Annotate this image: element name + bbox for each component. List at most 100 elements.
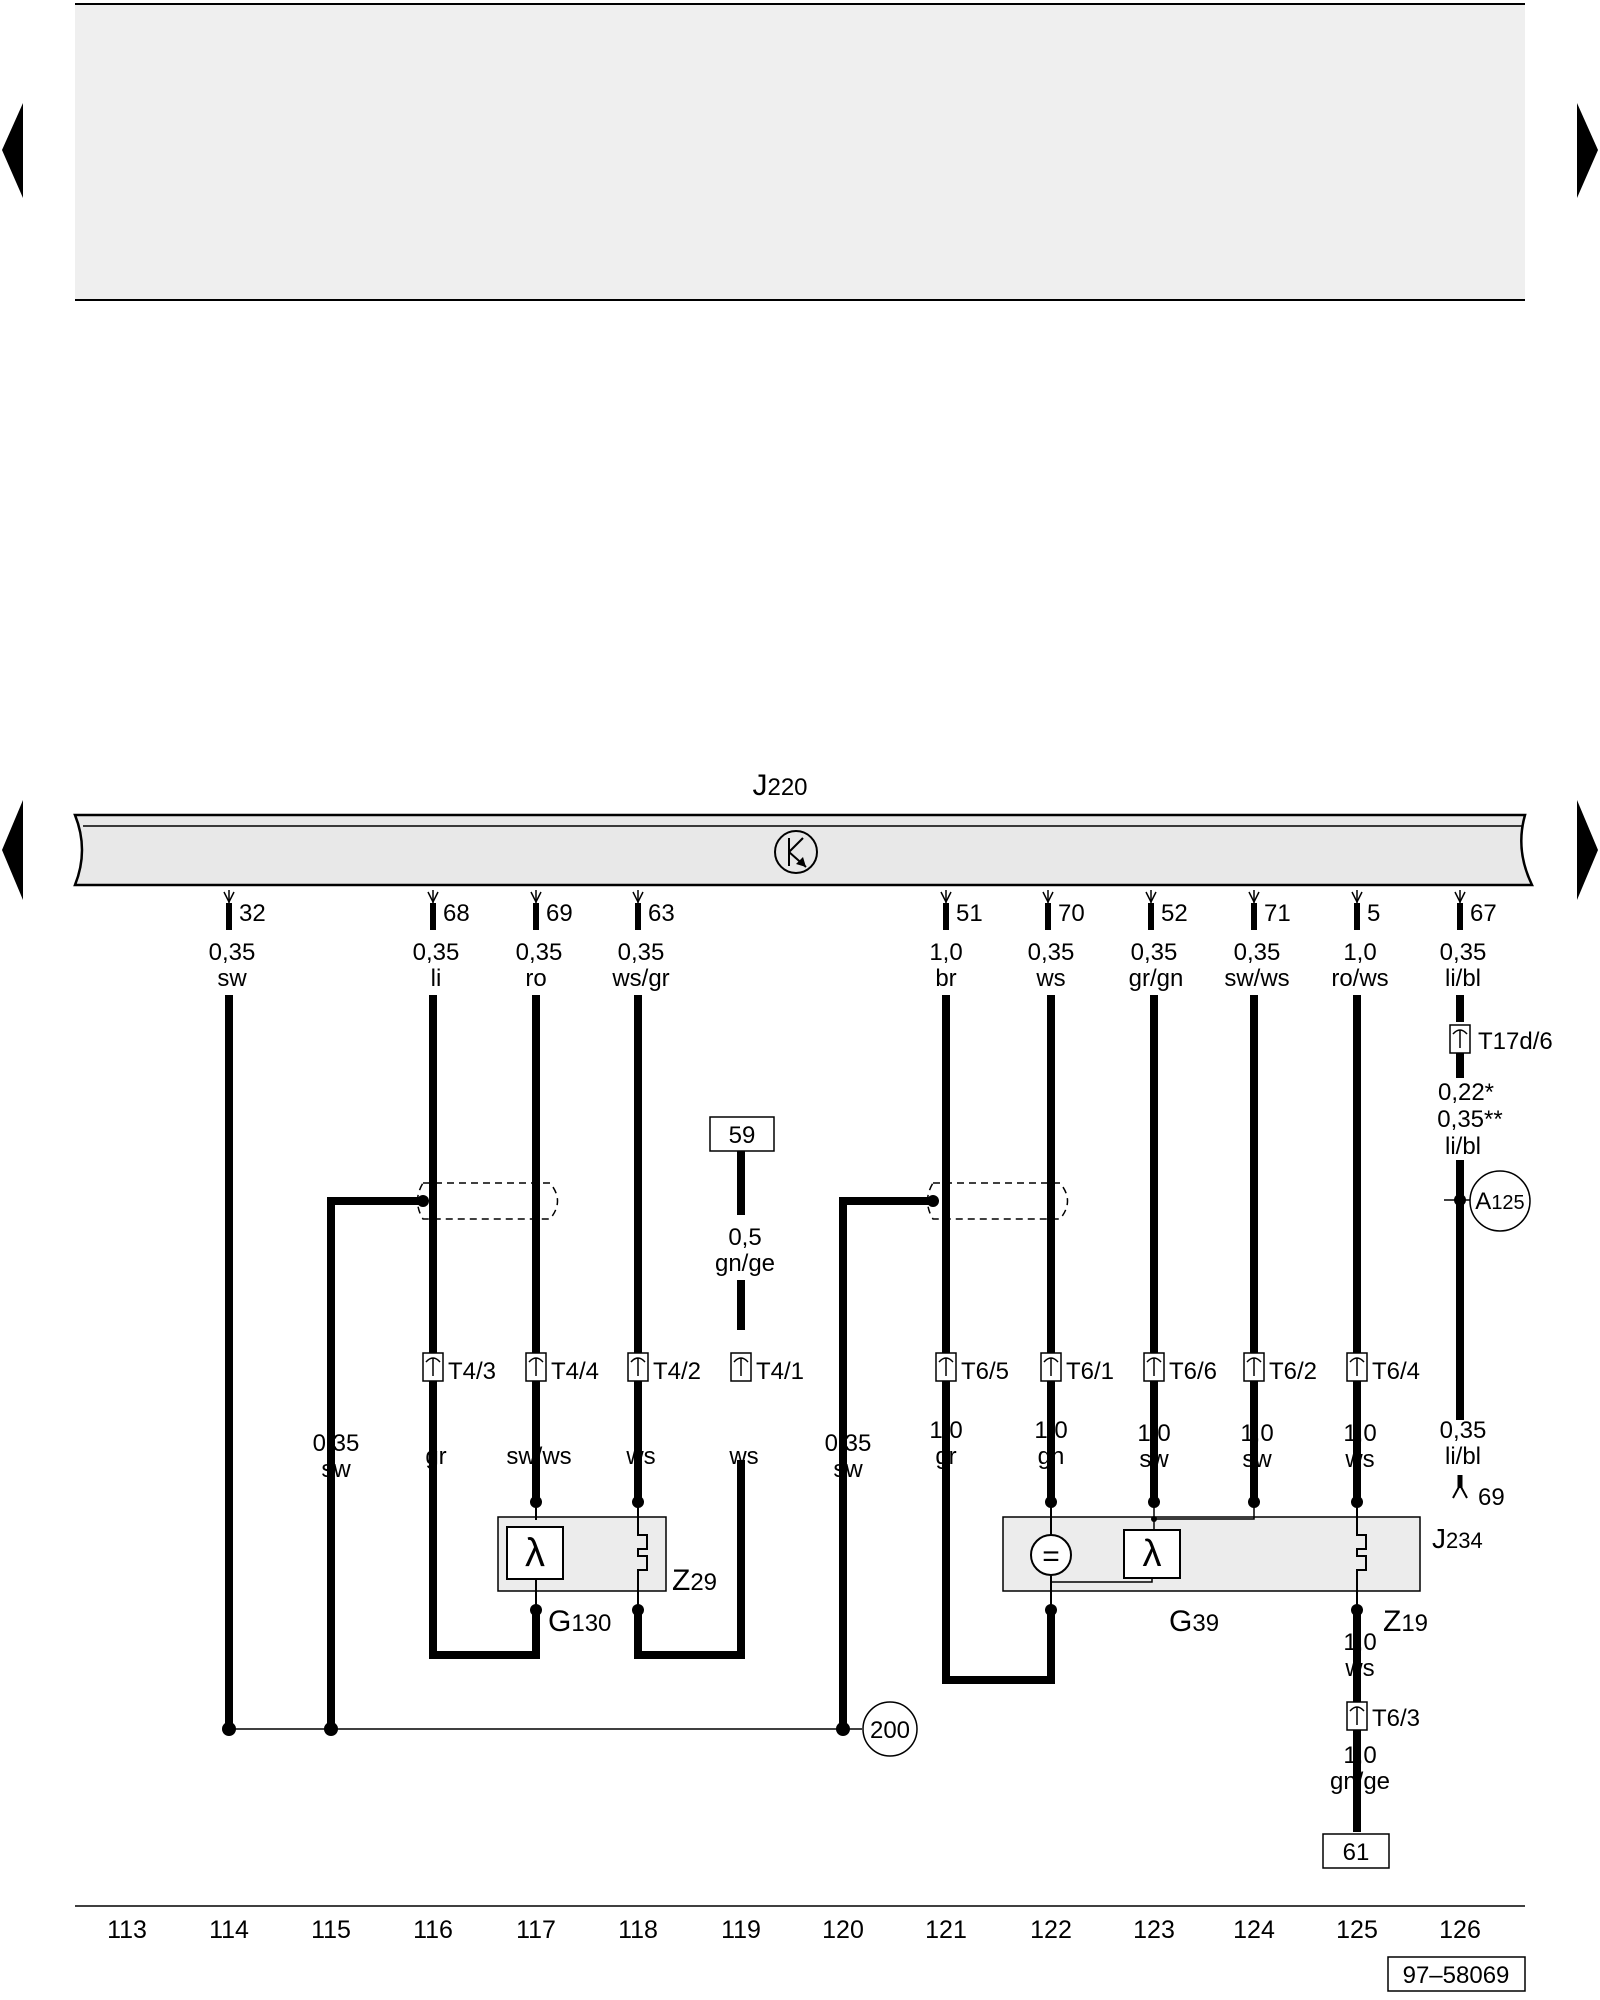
wire-size-pin-32: 0,35 — [209, 939, 256, 966]
z19-label: Z19 — [1383, 1605, 1428, 1638]
connector-t6-6-icon — [1143, 1352, 1165, 1382]
terminal-61-box — [1322, 1833, 1390, 1869]
prev-page-arrow-bottom[interactable] — [2, 800, 23, 900]
pin-number-51: 51 — [956, 900, 983, 927]
wire-track-118-119-bottom — [634, 1460, 745, 1659]
junction-dots — [222, 1195, 1363, 1736]
lambda-sensor-icon[interactable] — [506, 1526, 564, 1580]
a125-junction-dot — [1454, 1194, 1466, 1206]
wire-color-t6-6: sw — [1139, 1446, 1169, 1473]
wire-color-ground-120: sw — [833, 1456, 863, 1483]
wire-color-pin-71: sw/ws — [1224, 965, 1289, 992]
wire-color-t4-2: ws — [625, 1443, 655, 1470]
track-number: 121 — [925, 1916, 967, 1944]
wire-track-121 — [942, 995, 1055, 1684]
lambda-symbol-g130: λ — [525, 1531, 545, 1575]
connector-symbols — [422, 1024, 1471, 1731]
wire-size-t6-1: 1,0 — [1034, 1417, 1067, 1444]
wire-color-126-b-low: li/bl — [1445, 1443, 1481, 1470]
wire-size-pin-68: 0,35 — [413, 939, 460, 966]
j220-control-unit-bar — [73, 813, 1534, 887]
track-number: 126 — [1439, 1916, 1481, 1944]
pin-number-69: 69 — [546, 900, 573, 927]
wire-color-pin-32: sw — [217, 965, 247, 992]
wire-color-pin-5: ro/ws — [1331, 965, 1388, 992]
pin-number-70: 70 — [1058, 900, 1085, 927]
wire-color-t4-1: ws — [728, 1443, 758, 1470]
j220-symbol-icon — [774, 830, 818, 874]
wire-size-t6-4: 1,0 — [1343, 1420, 1376, 1447]
connector-t6-5-icon — [935, 1352, 957, 1382]
wire-color-126-a: li/bl — [1445, 1133, 1481, 1160]
wire-size-pin-69: 0,35 — [516, 939, 563, 966]
next-page-arrow-bottom[interactable] — [1577, 800, 1598, 900]
wire-color-t4-4: sw/ws — [506, 1443, 571, 1470]
pin-markers — [223, 890, 1466, 904]
label-backdrop-59 — [712, 1218, 776, 1278]
prev-page-arrow-top[interactable] — [2, 103, 23, 198]
document-number-box — [1387, 1956, 1526, 1992]
wire-color-pin-67: li/bl — [1445, 965, 1481, 992]
document-number: 97–58069 — [1403, 1962, 1510, 1989]
pin-wire-labels: 0,35 sw 0,35 li 0,35 ro 0,35 ws/gr 1,0 b… — [209, 939, 1487, 992]
connector-t6-1-label: T6/1 — [1066, 1358, 1114, 1385]
terminal-59-label: 59 — [729, 1122, 756, 1149]
j234-label: J234 — [1432, 1523, 1483, 1554]
wire-color-ground-115: sw — [321, 1456, 351, 1483]
track-number: 118 — [618, 1916, 658, 1944]
wire-size-t6-3: 1,0 — [1343, 1742, 1376, 1769]
track-number: 119 — [721, 1916, 761, 1944]
track-number: 120 — [822, 1916, 864, 1944]
g130-label: G130 — [548, 1605, 611, 1638]
wire-color-t4-3: gr — [425, 1443, 446, 1470]
connector-t4-3-label: T4/3 — [448, 1358, 496, 1385]
heater-z19-icon[interactable] — [1356, 1502, 1367, 1610]
lambda-symbol-g39: λ — [1143, 1533, 1162, 1575]
pin-number-68: 68 — [443, 900, 470, 927]
wire-size-pin-51: 1,0 — [929, 939, 962, 966]
wire-size-t6-5: 1,0 — [929, 1417, 962, 1444]
connector-t4-1-label: T4/1 — [756, 1358, 804, 1385]
wire-color-pin-52: gr/gn — [1129, 965, 1184, 992]
wire-size-t6-2: 1,0 — [1240, 1420, 1273, 1447]
wire-size-126-b: 0,35** — [1437, 1106, 1502, 1133]
connector-t6-4-icon — [1346, 1352, 1368, 1382]
wire-color-pin-68: li — [431, 965, 442, 992]
track-number: 114 — [209, 1916, 249, 1944]
track-number: 124 — [1233, 1916, 1275, 1944]
connector-t6-3-icon — [1346, 1701, 1368, 1731]
wire-size-ground-115: 0,35 — [313, 1430, 360, 1457]
g39-internal-dot — [1151, 1516, 1157, 1522]
wire-color-z19: ws — [1344, 1655, 1374, 1682]
shield-g39 — [926, 1182, 1069, 1220]
track-number: 115 — [311, 1916, 351, 1944]
wire-size-pin-5: 1,0 — [1343, 939, 1376, 966]
track-number: 117 — [516, 1916, 556, 1944]
connector-t17d-6-label: T17d/6 — [1478, 1028, 1553, 1055]
ground-point-200-label: 200 — [870, 1717, 910, 1744]
track-numbers: 113 114 115 116 117 118 119 120 121 122 … — [107, 1916, 1481, 1944]
wire-color-pin-69: ro — [525, 965, 546, 992]
terminal-59-box — [709, 1116, 775, 1152]
pin-number-52: 52 — [1161, 900, 1188, 927]
wire-color-t6-4: ws — [1344, 1446, 1374, 1473]
wire-size-pin-70: 0,35 — [1028, 939, 1075, 966]
connector-t17d-6-icon — [1449, 1024, 1471, 1054]
connector-t4-4-icon — [525, 1352, 547, 1382]
wire-size-pin-52: 0,35 — [1131, 939, 1178, 966]
connector-t6-6-label: T6/6 — [1169, 1358, 1217, 1385]
heater-z29-icon[interactable] — [637, 1502, 648, 1610]
wire-shield-track-120 — [839, 1197, 933, 1729]
connection-a125-circle — [1469, 1170, 1531, 1232]
wire-color-t6-1: gn — [1038, 1443, 1065, 1470]
connector-t4-4-label: T4/4 — [551, 1358, 599, 1385]
terminal-61-label: 61 — [1343, 1839, 1370, 1866]
pin-stubs — [226, 903, 1463, 930]
connector-labels: T4/3 T4/4 T4/2 T4/1 T6/5 T6/1 T6/6 T6/2 … — [448, 1358, 1420, 1385]
component-g39-z19-box — [1002, 1516, 1421, 1592]
shield-g130 — [416, 1182, 559, 1220]
next-page-arrow-top[interactable] — [1577, 103, 1598, 198]
connector-t4-3-icon — [422, 1352, 444, 1382]
connector-t4-1-icon — [730, 1352, 752, 1382]
